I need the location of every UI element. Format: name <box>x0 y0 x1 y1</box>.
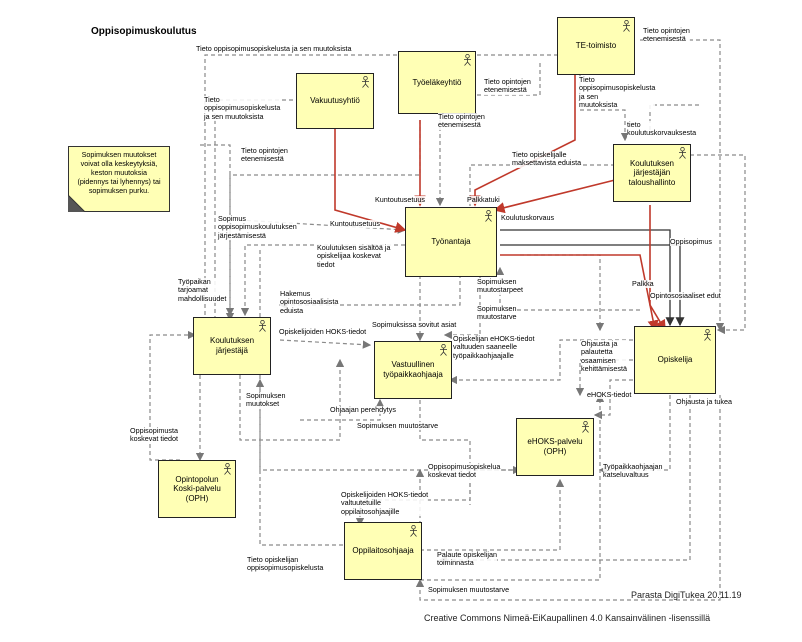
person-icon <box>362 76 369 88</box>
flow-label: Palkka <box>632 279 654 289</box>
actor-label: Työnantaja <box>431 237 471 247</box>
actor-label: TE-toimisto <box>575 41 617 51</box>
actor-label: Opiskelija <box>657 355 693 365</box>
flow-label: Tieto opintojen etenemisestä <box>241 146 288 164</box>
flow-label: Opiskelijan eHOKS-tiedot valtuuden saane… <box>453 334 535 360</box>
person-icon <box>224 463 231 475</box>
person-icon <box>679 147 686 159</box>
flow-label: Kuntoutusetuus <box>375 195 425 205</box>
flow-label: Sopimuksen muutostarve <box>428 585 510 595</box>
person-icon <box>623 20 630 32</box>
actor-label: Koulutuksen järjestäjä <box>209 336 255 355</box>
actor-oppilaitosohjaaja[interactable]: Oppilaitosohjaaja <box>344 522 422 580</box>
flow-label: Oppisopimus <box>670 237 712 247</box>
flow-label: Tieto opintojen etenemisestä <box>484 77 531 95</box>
actor-label: Opintopolun Koski-palvelu (OPH) <box>173 474 221 503</box>
actor-tyonantaja[interactable]: Työnantaja <box>405 207 497 277</box>
actor-opiskelija[interactable]: Opiskelija <box>634 326 716 394</box>
person-icon <box>410 525 417 537</box>
actor-label: Työeläkeyhtiö <box>412 77 462 87</box>
person-icon <box>704 329 711 341</box>
flow-label: Tieto oppisopimusopiskelusta ja sen muut… <box>196 44 352 54</box>
flow-label: Työpaikkaohjaajan katseluvaltuus <box>603 462 663 480</box>
flow-label: Hakemus opintososiaalisista eduista <box>280 289 339 315</box>
actor-label: Koulutuksen järjestäjän taloushallinto <box>628 158 676 187</box>
actor-label: Vastuullinen työpaikkaohjaaja <box>383 360 443 379</box>
flow-label: Opintososiaaliset edut <box>650 291 721 301</box>
actor-label: Vakuutusyhtiö <box>310 96 360 106</box>
flow-label: Sopimuksen muutostarve <box>357 421 439 431</box>
note-fold-icon <box>68 195 85 212</box>
actor-koski-palvelu[interactable]: Opintopolun Koski-palvelu (OPH) <box>158 460 236 518</box>
flow-label: eHOKS-tiedot <box>587 390 632 400</box>
actor-vastuullinen-tyopaikkaohjaaja[interactable]: Vastuullinen työpaikkaohjaaja <box>374 341 452 399</box>
flow-label: Koulutuksen sisältöä ja opiskelijaa kosk… <box>317 243 391 269</box>
flow-label: Työpaikan tarjoamat mahdollisuudet <box>178 277 227 303</box>
footer-license: Creative Commons Nimeä-EiKaupallinen 4.0… <box>424 613 711 623</box>
flow-label: Oppisopimusopiskelua koskevat tiedot <box>428 462 501 480</box>
flow-label: Ohjausta ja tukea <box>676 397 732 407</box>
flow-label: Oppisopimusta koskevat tiedot <box>130 426 178 444</box>
person-icon <box>259 320 266 332</box>
flow-label: Opiskelijoiden HOKS-tiedot <box>279 327 367 337</box>
flow-label: Tieto opiskelijalle maksettavista eduist… <box>512 150 582 168</box>
flow-label: Palaute opiskelijan toiminnasta <box>437 550 497 568</box>
flow-label: Sopimuksen muutokset <box>246 391 286 409</box>
flow-label: Sopimus oppisopimuskoulutuksen järjestäm… <box>218 214 297 240</box>
actor-vakuutusyhtio[interactable]: Vakuutusyhtiö <box>296 73 374 129</box>
person-icon <box>485 210 492 222</box>
actor-label: Oppilaitosohjaaja <box>352 546 414 556</box>
flow-label: Palkkatuki <box>467 195 500 205</box>
flow-label: Sopimuksen muutostarpeet <box>477 277 523 295</box>
flow-label: Ohjaajan perehdytys <box>330 405 396 415</box>
flow-label: Opiskelijoiden HOKS-tiedot valtuutetuill… <box>341 490 429 516</box>
flow-label: Tieto opintojen etenemisestä <box>438 112 485 130</box>
actor-tyoelakeyhtio[interactable]: Työeläkeyhtiö <box>398 51 476 114</box>
flow-label: Tieto opintojen etenemisestä <box>643 26 690 44</box>
diagram-title: Oppisopimuskoulutus <box>91 26 197 37</box>
flow-label: Kuntoutusetuus <box>330 219 380 229</box>
person-icon <box>582 421 589 433</box>
flow-label: Tieto oppisopimusopiskelusta ja sen muut… <box>579 75 656 110</box>
actor-talous[interactable]: Koulutuksen järjestäjän taloushallinto <box>613 144 691 202</box>
flow-label: Sopimuksissa sovitut asiat <box>372 320 457 330</box>
person-icon <box>440 344 447 356</box>
flow-label: tieto koulutuskorvauksesta <box>627 120 697 138</box>
flow-label: Koulutuskorvaus <box>501 213 555 223</box>
flow-label: Tieto oppisopimusopiskelusta ja sen muut… <box>204 95 281 121</box>
actor-label: eHOKS-palvelu (OPH) <box>527 437 583 456</box>
flow-label: Tieto opiskelijan oppisopimusopiskelusta <box>247 555 324 573</box>
actor-koulutuksen-jarjestaja[interactable]: Koulutuksen järjestäjä <box>193 317 271 375</box>
person-icon <box>464 54 471 66</box>
note-box: Sopimuksen muutokset voivat olla keskeyt… <box>68 146 170 212</box>
footer-credit: Parasta DigiTukea 20.11.19 <box>631 590 742 600</box>
flow-label: Sopimuksen muutostarve <box>477 304 517 322</box>
actor-ehoks-palvelu[interactable]: eHOKS-palvelu (OPH) <box>516 418 594 476</box>
actor-te-toimisto[interactable]: TE-toimisto <box>557 17 635 75</box>
flow-label: Ohjausta ja palautetta osaamisen kehittä… <box>581 339 627 374</box>
